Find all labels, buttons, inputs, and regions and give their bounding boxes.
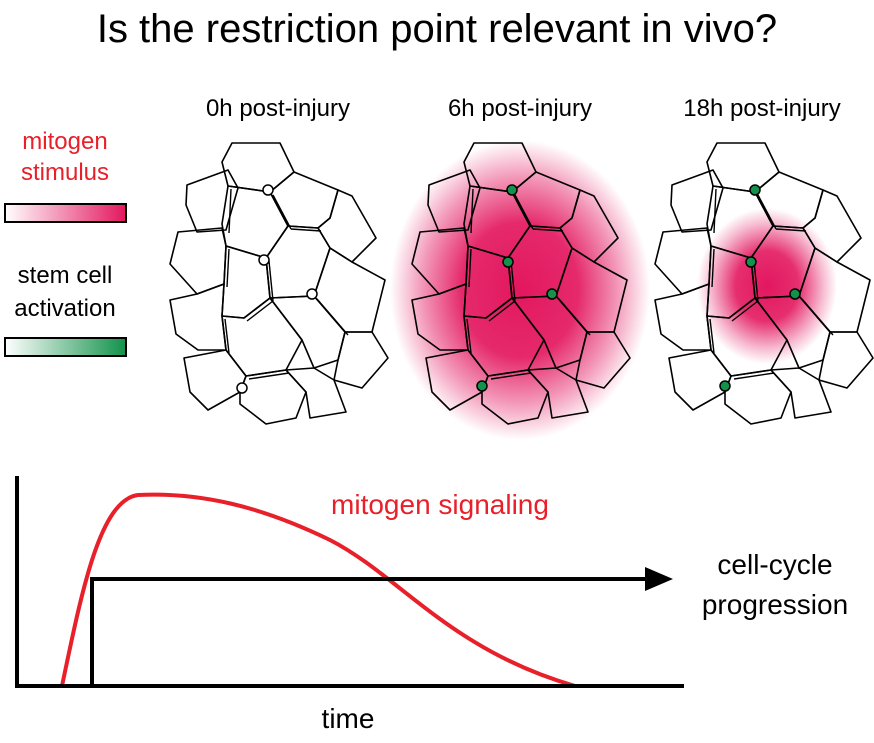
tissue-panel-6h	[390, 140, 650, 440]
stem-cell-dot	[546, 288, 558, 300]
cell-outline	[770, 367, 832, 419]
legend-mitogen-label-line1: mitogen	[22, 128, 107, 155]
cell-outline	[313, 247, 386, 333]
cell-outline	[575, 331, 631, 389]
cell-wall-line	[246, 300, 274, 322]
cell-wall-line	[470, 188, 474, 234]
panel-18h-label: 18h post-injury	[683, 95, 840, 122]
cell-cycle-label-line1: cell-cycle	[717, 549, 832, 580]
panel-6h-label: 6h post-injury	[448, 95, 592, 122]
cell-outline	[818, 331, 874, 389]
cell-outline	[706, 142, 780, 193]
cell-wall-line	[272, 194, 292, 230]
legend-activation-label-line2: activation	[14, 295, 115, 322]
cell-outline	[169, 227, 227, 295]
figure-title: Is the restriction point relevant in viv…	[97, 7, 777, 51]
x-axis-label: time	[322, 703, 375, 734]
stem-cell-dot	[745, 256, 757, 268]
stem-cell-dot	[236, 382, 248, 394]
cell-wall-line	[228, 188, 232, 234]
cell-wall-line	[226, 248, 230, 288]
cell-wall-line	[713, 188, 717, 234]
mitogen-stimulus-glow	[390, 140, 650, 440]
cell-outline	[265, 225, 331, 299]
stem-cell-dot	[502, 256, 514, 268]
cell-outline	[724, 369, 792, 425]
stem-cell-dot	[306, 288, 318, 300]
cell-outline	[169, 283, 227, 351]
legend-mitogen-label-line2: stimulus	[21, 159, 109, 186]
cell-wall-line	[510, 260, 516, 302]
cell-wall-line	[490, 372, 532, 380]
cell-cycle-step-line	[90, 577, 648, 686]
cell-wall-line	[290, 228, 322, 232]
panel-0h-label: 0h post-injury	[206, 95, 350, 122]
cell-outline	[269, 295, 346, 369]
cell-wall-line	[757, 194, 777, 230]
cell-wall-line	[514, 194, 534, 230]
signaling-plot: mitogen signaling cell-cycle progression…	[15, 476, 848, 734]
stem-cell-dot	[506, 184, 518, 196]
legend-activation-label-line1: stem cell	[18, 262, 113, 289]
cell-outline	[527, 367, 589, 419]
cell-wall-line	[488, 300, 516, 322]
legend: mitogen stimulus stem cell activation	[4, 128, 127, 357]
stem-cell-dot	[749, 184, 761, 196]
cell-wall-line	[224, 318, 230, 354]
mitogen-stimulus-gradient-bar	[4, 203, 127, 223]
cell-wall-line	[733, 372, 775, 380]
stem-cell-dot	[262, 184, 274, 196]
mitogen-stimulus-glow	[697, 208, 837, 364]
tissue-panel-18h	[654, 142, 874, 425]
cell-wall-line	[709, 318, 715, 354]
cell-outline	[670, 169, 724, 233]
cell-outline	[185, 169, 239, 233]
cell-outline	[333, 331, 389, 389]
cell-outline	[317, 189, 377, 263]
cell-wall-line	[532, 228, 564, 232]
cell-wall-line	[558, 298, 591, 336]
cell-wall-line	[468, 248, 472, 288]
cell-wall-line	[316, 298, 349, 336]
cell-wall-line	[775, 228, 807, 232]
cell-outline	[183, 349, 247, 411]
cell-wall-line	[801, 298, 834, 336]
stem-cell-dot	[476, 380, 488, 392]
stem-cell-dot	[789, 288, 801, 300]
cell-wall-line	[268, 260, 274, 302]
cell-wall-line	[466, 318, 472, 354]
stem-cell-dot	[719, 380, 731, 392]
cell-cycle-label-line2: progression	[702, 589, 848, 620]
cell-outline	[221, 142, 295, 193]
cell-outline	[427, 169, 481, 233]
cell-wall-line	[753, 260, 759, 302]
cell-outline	[285, 367, 347, 419]
cell-wall-line	[711, 248, 715, 288]
stem-cell-activation-gradient-bar	[4, 337, 127, 357]
arrowhead-icon	[645, 567, 673, 591]
mitogen-signaling-label: mitogen signaling	[331, 489, 549, 520]
cell-outline	[239, 369, 307, 425]
tissue-panel-0h	[169, 142, 389, 425]
stem-cell-dot	[258, 254, 270, 266]
mitogen-signaling-curve	[60, 492, 576, 688]
cell-wall-line	[248, 372, 290, 380]
cell-wall-line	[731, 300, 759, 322]
cell-outline	[668, 349, 732, 411]
